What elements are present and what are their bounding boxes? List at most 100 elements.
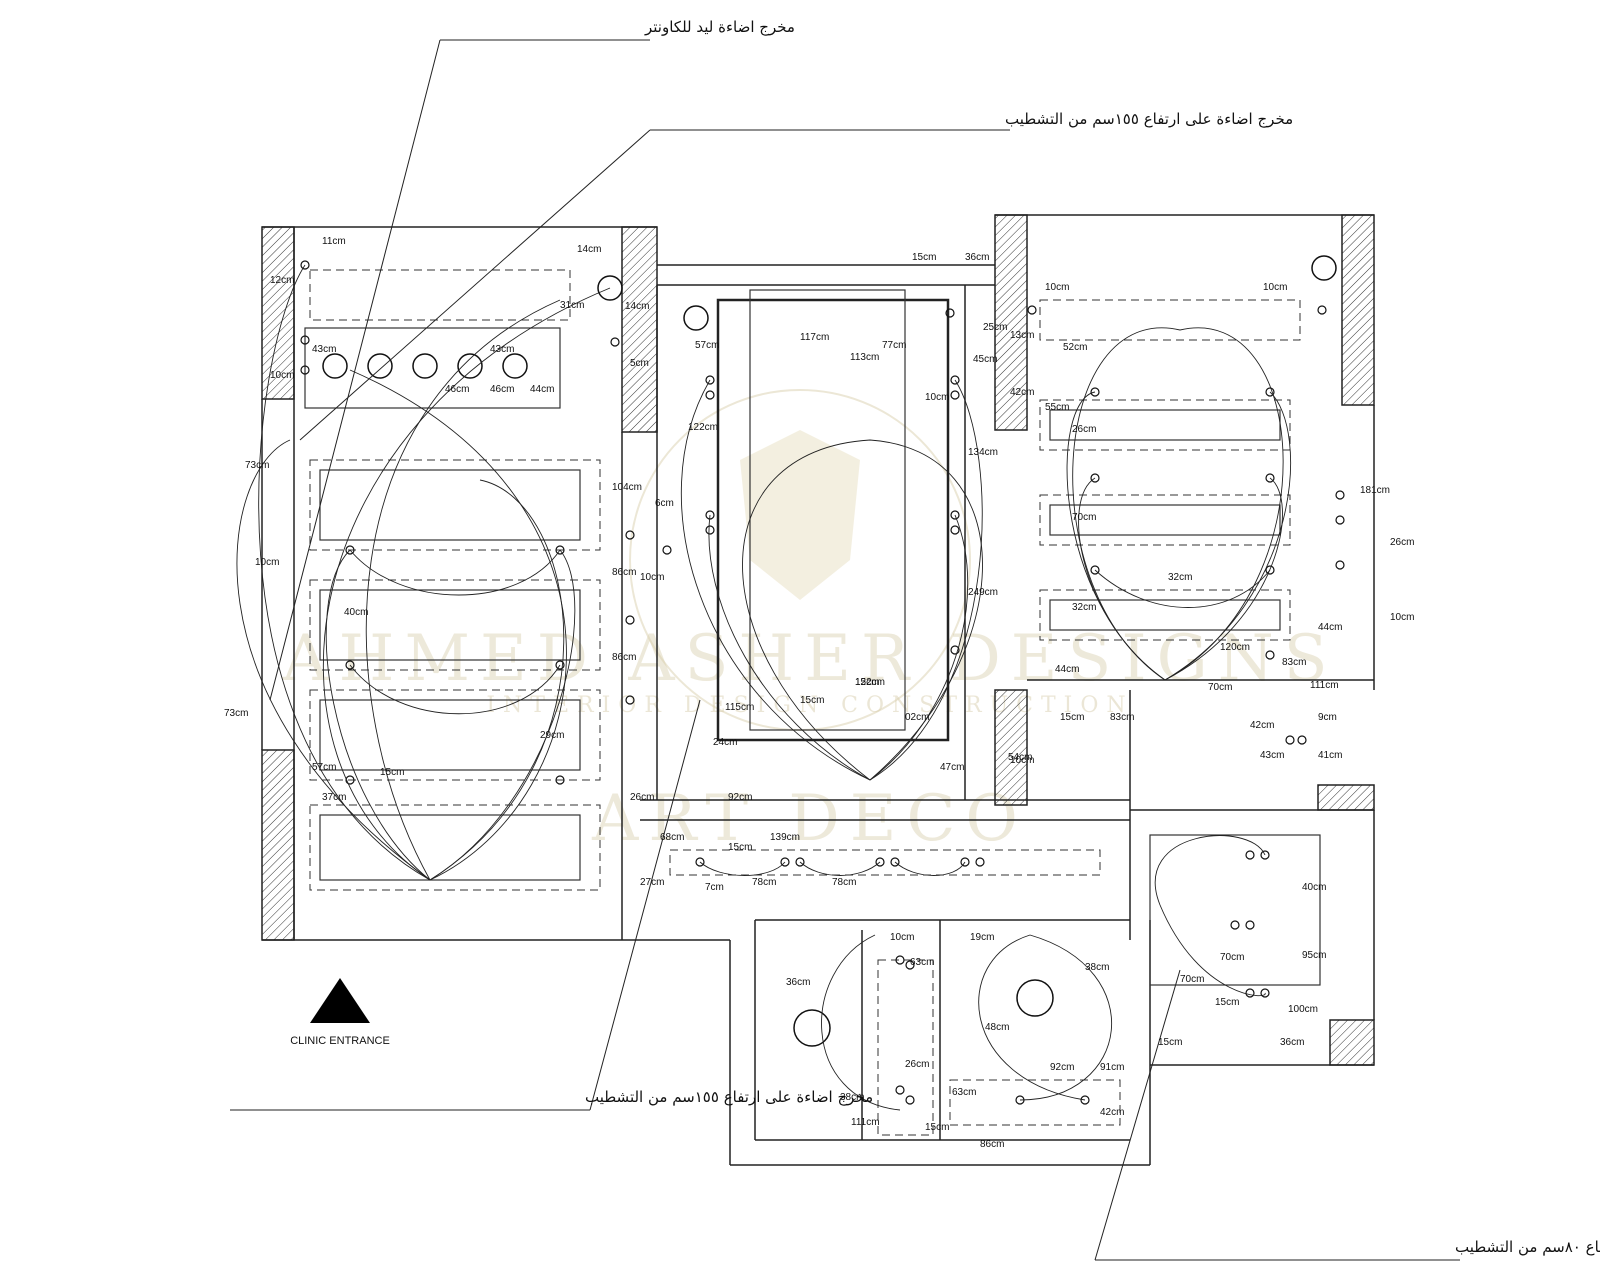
- dimension-label: 38cm: [1085, 962, 1109, 973]
- dimension-label: 120cm: [1220, 642, 1250, 653]
- dimension-label: 41cm: [1318, 750, 1342, 761]
- dimension-label: 15cm: [1215, 997, 1239, 1008]
- dimension-label: 70cm: [1220, 952, 1244, 963]
- dimension-label: 139cm: [770, 832, 800, 843]
- ceiling-panels: [309, 269, 1301, 1136]
- dimension-label: 24cm: [713, 737, 737, 748]
- dimension-label: 36cm: [1280, 1037, 1304, 1048]
- dimension-label: 10cm: [255, 557, 279, 568]
- dimension-label: 92cm: [728, 792, 752, 803]
- dimension-label: 86cm: [612, 652, 636, 663]
- dimension-label: 100cm: [1288, 1004, 1318, 1015]
- clinic-entrance: CLINIC ENTRANCE: [290, 978, 390, 1047]
- dimension-label: 43cm: [490, 344, 514, 355]
- dimension-label: 115cm: [725, 702, 754, 713]
- dimension-label: 5cm: [630, 358, 649, 369]
- dimension-label: 70cm: [1208, 682, 1232, 693]
- dimension-label: 73cm: [245, 460, 269, 471]
- dimension-label: 12cm: [270, 275, 294, 286]
- dimension-label: 45cm: [973, 354, 997, 365]
- dimension-label: 104cm: [612, 482, 642, 493]
- watermark: AHMED ASHER DESIGNS INTERIOR DESIGN CONS…: [281, 389, 1337, 856]
- notes: مخرج اضاءة ليد للكاونتر مخرج اضاءة على ا…: [585, 18, 1600, 1257]
- dimension-label: 47cm: [940, 762, 964, 773]
- dimension-label: 42cm: [1100, 1107, 1124, 1118]
- dimension-label: 36cm: [965, 252, 989, 263]
- dimension-label: 77cm: [882, 340, 906, 351]
- dimension-label: 113cm: [850, 352, 879, 363]
- dimension-label: 54cm: [1008, 752, 1032, 763]
- dimension-label: 122cm: [688, 422, 718, 433]
- dimension-label: 83cm: [1282, 657, 1306, 668]
- dimension-label: 29cm: [540, 730, 564, 741]
- dimension-label: 111cm: [851, 1117, 880, 1128]
- dimension-label: 63cm: [910, 957, 934, 968]
- dimension-label: 36cm: [786, 977, 810, 988]
- down-lights: [322, 255, 1337, 1047]
- dimension-label: 122cm: [855, 677, 885, 688]
- dimension-label: 68cm: [660, 832, 684, 843]
- dimension-label: 10cm: [1010, 755, 1034, 766]
- dimension-label: 15cm: [912, 252, 936, 263]
- dimension-label: 9cm: [1318, 712, 1337, 723]
- dimension-label: 10cm: [1263, 282, 1287, 293]
- dimension-label: 38cm: [840, 1092, 864, 1103]
- dimension-label: 15cm: [855, 677, 879, 688]
- dimension-label: 111cm: [1310, 680, 1339, 691]
- dimension-label: 249cm: [968, 587, 998, 598]
- entrance-label: CLINIC ENTRANCE: [290, 1035, 390, 1047]
- dimension-label: 25cm: [983, 322, 1007, 333]
- dimension-label: 40cm: [1302, 882, 1326, 893]
- dimension-label: 7cm: [705, 882, 724, 893]
- dimension-label: 117cm: [800, 332, 829, 343]
- note-outlet-155-bottom: مخرج اضاءة على ارتفاع ١٥٥سم من التشطيب: [585, 1088, 873, 1107]
- dimension-label: 13cm: [1010, 330, 1034, 341]
- dimension-label: 83cm: [1110, 712, 1134, 723]
- dimension-label: 15cm: [1158, 1037, 1182, 1048]
- note-led-80: مخرج اضاءة ليد ارتفاع ٨٠سم من التشطيب: [1455, 1238, 1600, 1257]
- dimension-label: 181cm: [1360, 485, 1390, 496]
- dimension-label: 92cm: [1050, 1062, 1074, 1073]
- dimension-label: 42cm: [1010, 387, 1034, 398]
- dimension-label: 46cm: [445, 384, 469, 395]
- dimension-label: 27cm: [640, 877, 664, 888]
- dimension-label: 19cm: [970, 932, 994, 943]
- dimension-label: 02cm: [905, 712, 929, 723]
- dimension-label: 14cm: [625, 301, 649, 312]
- dimension-label: 32cm: [1168, 572, 1192, 583]
- dimension-label: 37cm: [322, 792, 346, 803]
- dimension-label: 52cm: [1063, 342, 1087, 353]
- dimension-label: 42cm: [1250, 720, 1274, 731]
- note-outlet-155-top: مخرج اضاءة على ارتفاع ١٥٥سم من التشطيب: [1005, 110, 1293, 129]
- dimension-label: 40cm: [344, 607, 368, 618]
- dimension-label: 91cm: [1100, 1062, 1124, 1073]
- dimension-label: 26cm: [1390, 537, 1414, 548]
- inner-panels: [304, 289, 1321, 986]
- dimension-label: 48cm: [985, 1022, 1009, 1033]
- dimension-label: 78cm: [832, 877, 856, 888]
- dimension-label: 15cm: [1060, 712, 1084, 723]
- dimension-label: 32cm: [1072, 602, 1096, 613]
- dimension-label: 10cm: [640, 572, 664, 583]
- dimension-label: 15cm: [380, 767, 404, 778]
- dimension-label: 11cm: [322, 236, 346, 247]
- dimension-label: 55cm: [1045, 402, 1069, 413]
- watermark-line1: AHMED ASHER DESIGNS: [281, 622, 1337, 696]
- entrance-arrow-icon: [310, 978, 370, 1023]
- dimension-label: 10cm: [270, 370, 294, 381]
- dimension-label: 44cm: [1318, 622, 1342, 633]
- dimension-label: 44cm: [1055, 664, 1079, 675]
- dimension-label: 63cm: [952, 1087, 976, 1098]
- dimension-label: 95cm: [1302, 950, 1326, 961]
- dimension-label: 44cm: [530, 384, 554, 395]
- dimension-label: 10cm: [925, 392, 949, 403]
- dimension-label: 86cm: [612, 567, 636, 578]
- wiring-arcs: [236, 264, 1291, 1111]
- dimension-label: 73cm: [224, 708, 248, 719]
- spot-lights: [300, 260, 1345, 1105]
- dimension-label: 57cm: [312, 762, 336, 773]
- dimension-label: 134cm: [968, 447, 998, 458]
- leader-lines: [230, 39, 1460, 1261]
